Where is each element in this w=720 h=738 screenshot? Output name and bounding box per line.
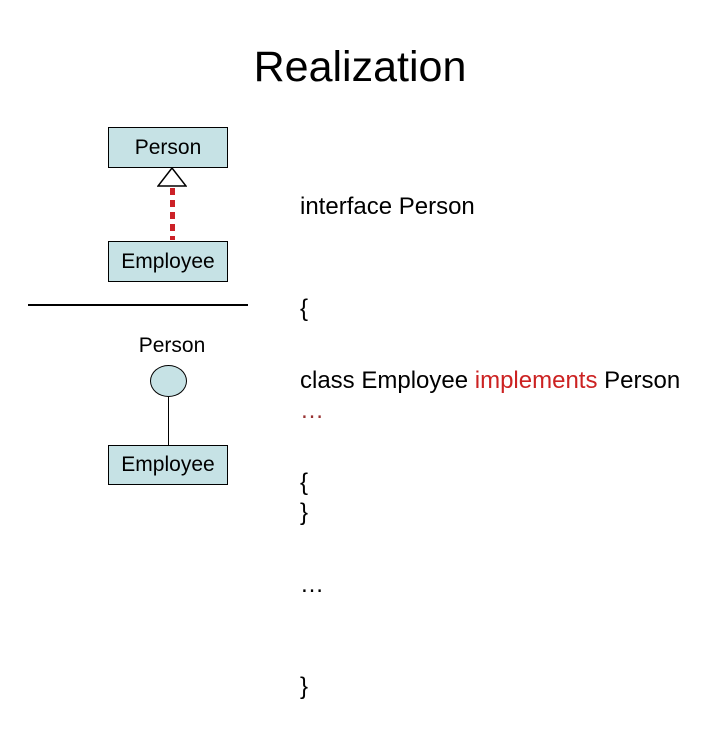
uml-child-class-box: Employee [108, 241, 228, 282]
interface-code-line-declaration: interface Person [300, 193, 475, 220]
section-divider-line [28, 304, 248, 306]
class-code-implements-keyword: implements [474, 367, 598, 394]
lollipop-stem-line [168, 397, 169, 445]
class-code-declaration-suffix: Person [597, 367, 681, 394]
interface-code-line-ellipsis: … [300, 397, 324, 424]
class-code-line-close-brace: } [300, 673, 309, 700]
class-code-declaration-prefix: class Employee [300, 367, 475, 394]
class-code-block: class Employee implements Person { … } [300, 296, 680, 738]
lollipop-interface-label: Person [138, 334, 206, 357]
lollipop-class-box: Employee [108, 445, 228, 485]
interface-code-block: interface Person { … } [300, 122, 475, 564]
class-code-line-ellipsis: … [300, 571, 324, 598]
interface-lollipop-icon [150, 365, 187, 397]
class-code-line-open-brace: { [300, 469, 309, 496]
slide-title: Realization [253, 43, 467, 91]
lollipop-class-label: Employee [121, 453, 215, 476]
class-code-line-declaration: class Employee implements Person [300, 364, 680, 398]
interface-code-line-open-brace: { [300, 295, 309, 322]
realization-arrowhead-icon [157, 167, 187, 187]
uml-child-class-label: Employee [121, 249, 215, 273]
uml-parent-interface-label: Person [134, 135, 202, 159]
realization-dashed-line [170, 188, 175, 240]
interface-code-line-close-brace: } [300, 499, 309, 526]
uml-parent-interface-box: Person [108, 127, 228, 168]
